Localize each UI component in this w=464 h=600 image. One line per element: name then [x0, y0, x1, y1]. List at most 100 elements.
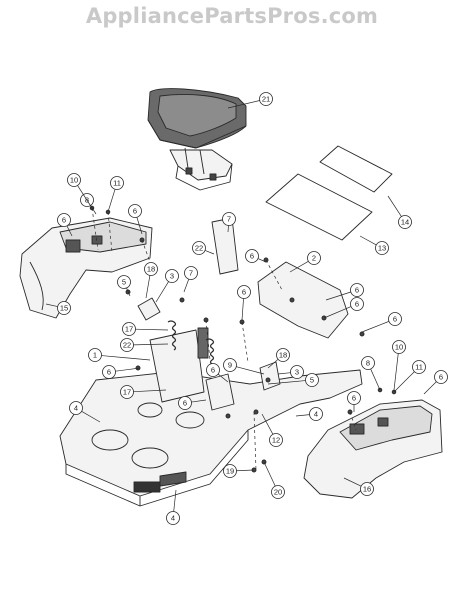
seat — [147, 88, 247, 191]
leader-line — [263, 461, 276, 487]
callout-balloon — [117, 275, 131, 289]
seat-pan — [257, 261, 349, 339]
callout-number: 6 — [355, 300, 359, 309]
bracket-18-left — [137, 297, 161, 321]
callout-balloon — [223, 464, 237, 478]
watermark: AppliancePartsPros.com — [85, 4, 379, 28]
callout-balloon — [350, 283, 364, 297]
assembly-lines — [91, 207, 357, 471]
leader-line — [359, 235, 377, 246]
leader-line — [370, 368, 381, 391]
left-fender — [19, 217, 153, 319]
callout-c8b: 8 — [361, 356, 381, 391]
callout-c3b: 3 — [277, 365, 304, 379]
callout-balloon — [57, 301, 71, 315]
callout-balloon — [412, 360, 426, 374]
seat-pad-14 — [319, 145, 393, 193]
leader-line — [227, 225, 229, 233]
leader-line — [204, 250, 215, 255]
callout-c11a: 11 — [107, 176, 124, 213]
callout-c6f: 6 — [237, 285, 251, 321]
callout-c18a: 18 — [144, 262, 158, 299]
callout-c18b: 18 — [267, 348, 290, 369]
callout-number: 6 — [439, 373, 443, 382]
leader-line — [361, 321, 390, 333]
callout-number: 6 — [133, 207, 137, 216]
callout-c4b: 4 — [295, 407, 323, 421]
callout-c10a: 10 — [67, 173, 93, 209]
callout-number: 10 — [70, 176, 78, 185]
leader-line — [343, 477, 362, 487]
callout-number: 14 — [401, 218, 409, 227]
leader-line — [289, 260, 309, 273]
callout-balloon — [259, 92, 273, 106]
leader-line — [135, 328, 169, 331]
callout-balloon — [361, 356, 375, 370]
leader-line — [325, 291, 351, 301]
callout-number: 5 — [310, 376, 314, 385]
leader-line — [277, 372, 291, 375]
leader-line — [115, 367, 141, 372]
leader-line — [217, 373, 229, 383]
leader-line — [66, 225, 73, 237]
callout-number: 20 — [274, 488, 282, 497]
callout-number: 9 — [228, 361, 232, 370]
frame-deck — [59, 369, 363, 507]
callout-number: 6 — [211, 366, 215, 375]
callout-balloon — [276, 348, 290, 362]
callout-number: 15 — [60, 304, 68, 313]
callout-balloon — [206, 363, 220, 377]
callout-balloon — [269, 433, 283, 447]
callout-number: 8 — [366, 359, 370, 368]
callout-number: 7 — [227, 215, 231, 224]
callout-c21: 21 — [227, 92, 273, 109]
callout-c6l: 6 — [347, 391, 361, 412]
callout-balloon — [88, 348, 102, 362]
leader-line — [267, 358, 279, 369]
callout-balloon — [222, 212, 236, 226]
callout-c5a: 5 — [117, 275, 131, 297]
leader-line — [227, 100, 260, 109]
callout-balloon — [392, 340, 406, 354]
callout-c6h: 6 — [102, 365, 141, 379]
left-tower-panel — [149, 327, 209, 403]
leader-line — [295, 414, 310, 417]
callout-balloon — [192, 241, 206, 255]
callout-balloon — [178, 396, 192, 410]
callout-balloon — [388, 312, 402, 326]
callout-c4c: 4 — [166, 489, 180, 525]
leader-line — [257, 258, 267, 263]
callout-balloon — [110, 176, 124, 190]
callout-balloon — [305, 373, 319, 387]
leader-line — [136, 217, 143, 235]
callout-c2: 2 — [289, 251, 321, 273]
callout-balloon — [166, 511, 180, 525]
callout-balloon — [223, 358, 237, 372]
leader-line — [81, 410, 101, 423]
leader-line — [107, 189, 116, 213]
callout-balloon — [120, 385, 134, 399]
leader-line — [45, 303, 58, 307]
callout-balloon — [128, 204, 142, 218]
callout-c7a: 7 — [222, 212, 236, 233]
callout-c12: 12 — [261, 413, 283, 447]
callout-number: 16 — [363, 485, 371, 494]
callout-number: 6 — [183, 399, 187, 408]
callout-number: 1 — [93, 351, 97, 360]
callout-balloon — [67, 173, 81, 187]
callout-number: 6 — [62, 216, 66, 225]
callout-c11b: 11 — [393, 360, 426, 393]
callout-c14: 14 — [387, 195, 412, 229]
callout-number: 6 — [107, 368, 111, 377]
callout-balloon — [144, 262, 158, 276]
callout-balloon — [57, 213, 71, 227]
callout-c13: 13 — [359, 235, 389, 255]
callout-number: 4 — [314, 410, 318, 419]
callout-number: 18 — [279, 351, 287, 360]
callout-number: 4 — [74, 404, 78, 413]
leader-line — [241, 298, 244, 321]
callout-number: 4 — [171, 514, 175, 523]
callout-c1: 1 — [88, 348, 151, 362]
callout-number: 2 — [312, 254, 316, 263]
callout-balloon — [347, 391, 361, 405]
